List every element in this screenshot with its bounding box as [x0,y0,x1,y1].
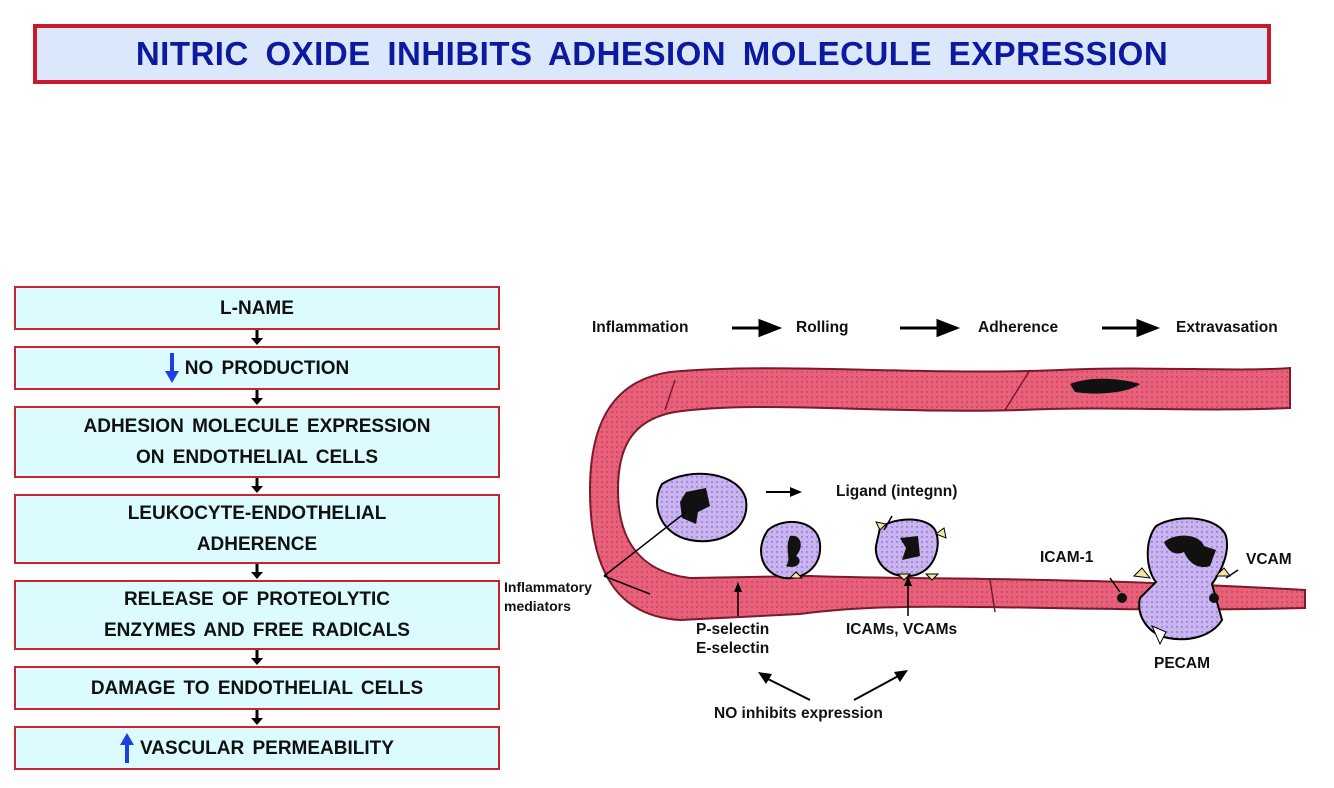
flow-step-label: NO PRODUCTION [184,357,350,379]
stage-adherence: Adherence [978,319,1059,336]
flow-step-label: DAMAGE TO ENDOTHELIAL CELLS [90,677,424,699]
diagram-graphic [588,318,1306,701]
down-arrow-icon [164,353,179,383]
flow-step-leukocyte-adherence: LEUKOCYTE-ENDOTHELIAL ADHERENCE [14,494,500,564]
flow-step-label: RELEASE OF PROTEOLYTIC ENZYMES AND FREE … [104,589,410,641]
flow-step-l-name: L-NAME [14,286,500,330]
flow-step-damage: DAMAGE TO ENDOTHELIAL CELLS [14,666,500,710]
stage-arrows [732,318,1161,338]
flow-step-label: ADHESION MOLECULE EXPRESSION ON ENDOTHEL… [83,416,431,468]
stage-extravasation: Extravasation [1176,319,1278,336]
flow-step-label: VASCULAR PERMEABILITY [140,737,394,759]
leukocyte-free [656,472,748,543]
label-inflammatory-mediators: Inflammatory mediators [504,579,592,614]
leukocyte-diagram: Inflammation Rolling Adherence Extravasa… [500,280,1334,760]
leukocyte-extravasating [1117,517,1231,646]
label-pecam: PECAM [1154,655,1210,672]
stage-inflammation: Inflammation [592,319,689,336]
flow-step-adhesion-expression: ADHESION MOLECULE EXPRESSION ON ENDOTHEL… [14,406,500,478]
flow-connector-arrow [251,478,263,493]
flow-step-vascular-permeability: VASCULAR PERMEABILITY [14,726,500,770]
flow-connector-arrow [251,390,263,405]
vessel-wall [588,366,1306,622]
flow-connector-arrow [251,564,263,579]
flow-step-label: L-NAME [220,297,294,319]
flow-connector-arrow [251,650,263,665]
leukocyte-rolling [760,521,822,580]
leukocyte-adherent [874,518,947,581]
label-vcam: VCAM [1246,551,1292,568]
flow-step-no-production: NO PRODUCTION [14,346,500,390]
up-arrow-icon [120,733,135,763]
pointer-lines [603,511,1239,616]
flow-connector-arrow [251,710,263,725]
label-icam1: ICAM-1 [1040,549,1094,566]
label-no-inhibits: NO inhibits expression [714,705,883,722]
flow-step-label: LEUKOCYTE-ENDOTHELIAL ADHERENCE [127,503,387,555]
page-title: NITRIC OXIDE INHIBITS ADHESION MOLECULE … [135,35,1169,72]
label-selectins: P-selectin E-selectin [696,621,770,657]
flow-connector-arrow [251,330,263,345]
label-icams-vcams: ICAMs, VCAMs [846,621,958,638]
vessel-cell-nucleus [1070,378,1140,394]
title-banner: NITRIC OXIDE INHIBITS ADHESION MOLECULE … [33,24,1271,84]
stage-rolling: Rolling [796,319,849,336]
inhibit-arrows [761,673,903,701]
flow-step-release-enzymes: RELEASE OF PROTEOLYTIC ENZYMES AND FREE … [14,580,500,650]
label-ligand: Ligand (integnn) [836,483,958,500]
